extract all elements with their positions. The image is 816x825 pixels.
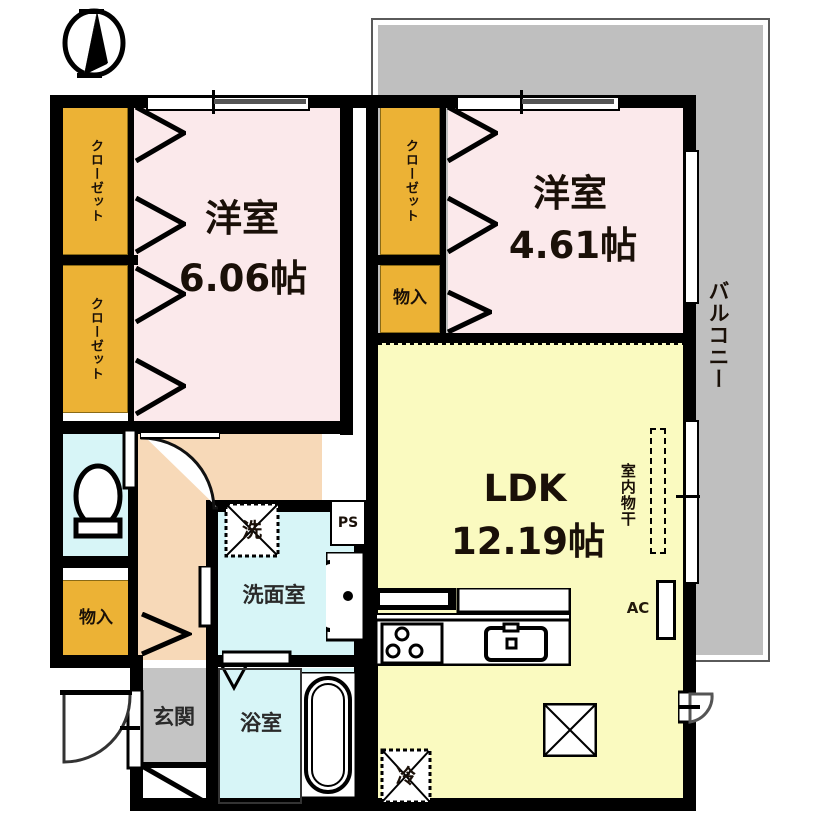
refrigerator-marker <box>380 748 432 804</box>
monoire-hall <box>62 580 130 658</box>
wall-bath-left <box>206 655 218 811</box>
bathroom-door-swing <box>220 665 254 700</box>
toilet-door[interactable] <box>122 428 140 490</box>
bedroom-east-area: 4.61帖 <box>508 223 638 267</box>
wall-closet-face-east <box>440 103 446 333</box>
monoire-east-label: 物入 <box>393 288 427 309</box>
wall-closet-face-west <box>128 103 134 421</box>
wall-toilet-bottom <box>50 556 138 568</box>
wall-hall-bottom-left <box>50 655 143 668</box>
ldk-name: LDK <box>483 466 567 510</box>
vanity-fixture <box>312 550 366 642</box>
closet-west-upper-label: クローゼット <box>87 139 103 223</box>
wall-outer-bottom-mid <box>130 798 370 811</box>
balcony-label: バルコニー <box>706 280 731 390</box>
bedroom-west-area: 6.06帖 <box>178 256 308 300</box>
window-bedroom-west-mullion <box>212 90 215 114</box>
window-bedroom-east-mullion <box>520 90 523 114</box>
wall-ldk-left <box>366 333 378 811</box>
closet-door-west-1[interactable] <box>134 104 190 164</box>
wall-east-block-left <box>366 95 378 343</box>
north-arrow-icon <box>57 5 137 85</box>
door-bedroom-west[interactable] <box>139 431 221 510</box>
sliding-door-bedroom-east[interactable] <box>684 150 699 304</box>
wall-between-bedrooms <box>340 95 353 435</box>
indoor-laundry-rail <box>650 428 666 554</box>
ldk-top-dashed-edge <box>378 341 684 345</box>
toilet-fixture <box>72 458 124 544</box>
wall-toilet-right <box>128 428 138 568</box>
entrance-step-line <box>140 763 214 809</box>
ldk-equipment-square <box>542 702 598 758</box>
air-conditioner-label: AC <box>626 599 650 618</box>
door-ldk-right[interactable] <box>676 690 724 726</box>
monoire-hall-label: 物入 <box>79 608 113 629</box>
closet-west-lower <box>62 265 128 413</box>
air-conditioner-unit <box>656 580 676 640</box>
sliding-door-ldk-mullion <box>676 495 700 498</box>
bedroom-east-name: 洋室 <box>533 171 607 215</box>
closet-west-upper <box>62 107 128 255</box>
indoor-laundry-label: 室内物干 <box>618 463 637 527</box>
closet-door-east-2[interactable] <box>446 195 502 255</box>
entrance-door[interactable] <box>58 688 148 770</box>
wall-bedroom-east-bottom <box>366 333 696 343</box>
ldk-floor <box>376 341 688 807</box>
wall-closet-divider-west <box>50 255 138 265</box>
window-bedroom-west-sash <box>214 99 306 104</box>
washroom-door[interactable] <box>198 564 216 628</box>
refrigerator-label: 冷 <box>396 763 416 788</box>
pipe-shaft-box <box>330 500 366 546</box>
monoire-east <box>380 265 440 333</box>
wall-outer-bottom-right <box>366 798 696 811</box>
pipe-shaft-label: PS <box>337 514 359 531</box>
sliding-door-ldk[interactable] <box>684 420 699 584</box>
bathtub-fixture <box>298 670 358 800</box>
entrance-step-wall <box>142 762 214 768</box>
bathroom-name: 浴室 <box>240 710 282 735</box>
washroom-name: 洗面室 <box>242 582 306 607</box>
door-hall-to-ldk[interactable] <box>140 611 195 657</box>
closet-door-east-1[interactable] <box>446 104 502 164</box>
wall-closet-divider-east <box>366 255 446 265</box>
closet-east-label: クローゼット <box>402 139 418 223</box>
washing-machine-label: 洗 <box>242 517 262 542</box>
bedroom-west-floor <box>132 103 340 421</box>
closet-west-lower-label: クローゼット <box>87 297 103 381</box>
bathroom-door[interactable] <box>220 650 292 668</box>
closet-door-west-4[interactable] <box>134 357 190 417</box>
closet-door-west-2[interactable] <box>134 195 190 255</box>
closet-door-east-3[interactable] <box>446 289 496 335</box>
window-bedroom-east-sash <box>522 99 614 104</box>
bedroom-west-name: 洋室 <box>205 196 279 240</box>
closet-door-west-3[interactable] <box>134 265 190 325</box>
wall-outer-left <box>50 95 63 667</box>
bathroom-outline <box>218 668 302 804</box>
entrance-name: 玄関 <box>153 704 195 729</box>
kitchen-counter <box>374 586 572 667</box>
closet-east <box>380 107 440 255</box>
wall-monoire-hall-right <box>128 568 138 667</box>
washing-machine-marker <box>224 502 280 558</box>
entrance-floor <box>134 668 212 766</box>
ldk-area: 12.19帖 <box>450 519 606 563</box>
